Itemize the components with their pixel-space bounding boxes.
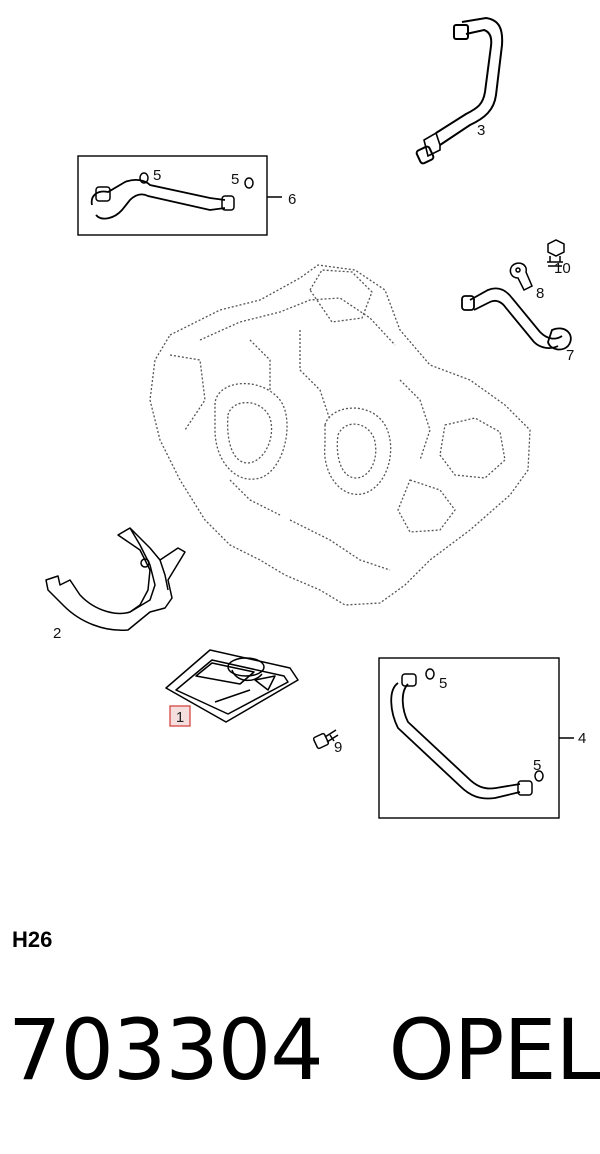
callout-8: 8	[536, 285, 544, 302]
callout-7: 7	[566, 347, 574, 364]
clip-part-8[interactable]	[509, 262, 533, 292]
callout-9: 9	[334, 739, 342, 756]
exploded-parts-diagram: 1 2 3 4 5 5 5 5 6 7 8 9 10	[45, 16, 586, 819]
callout-5a: 5	[153, 167, 161, 184]
callout-4: 4	[578, 730, 586, 747]
pipe-assembly-part-4-box[interactable]	[378, 657, 574, 819]
group-code: H26	[12, 927, 53, 952]
pipe-part-3[interactable]	[415, 16, 504, 165]
part-number: 703304	[8, 1001, 324, 1099]
callout-5c: 5	[439, 675, 447, 692]
pipe-part-7[interactable]	[461, 287, 572, 351]
callout-2: 2	[53, 625, 61, 642]
callout-1: 1	[176, 709, 184, 726]
callout-5b: 5	[231, 171, 239, 188]
selected-part-highlight[interactable]	[169, 705, 191, 727]
pipe-assembly-part-6-box[interactable]	[77, 155, 282, 236]
gearbox-housing	[149, 264, 531, 606]
callout-10: 10	[554, 260, 571, 277]
callout-5d: 5	[533, 757, 541, 774]
callout-6: 6	[288, 191, 296, 208]
heat-shield-part-2[interactable]	[45, 527, 186, 631]
bolt-part-10[interactable]	[547, 239, 565, 267]
screw-part-9[interactable]	[312, 729, 339, 750]
callout-3: 3	[477, 122, 485, 139]
brand-name: OPEL	[388, 1001, 600, 1099]
gasket-part-1[interactable]	[165, 649, 299, 723]
